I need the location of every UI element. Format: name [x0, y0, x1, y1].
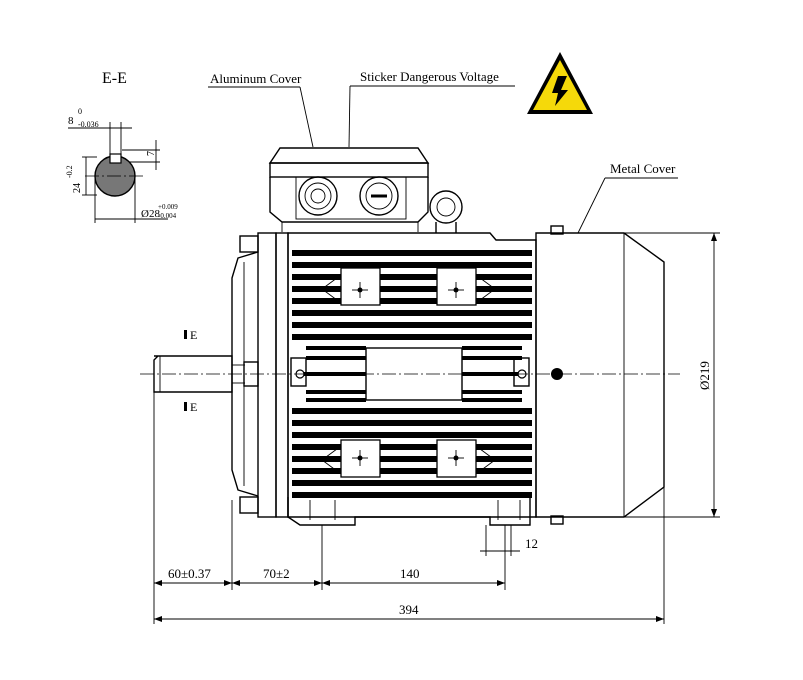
shaft-height-label: 24	[72, 183, 83, 193]
shaft-diameter-label: Ø28	[141, 208, 160, 220]
sticker-label: Sticker Dangerous Voltage	[360, 69, 499, 84]
key-width-tol-upper: 0	[78, 107, 82, 116]
dim-shaft-length: 60±0.37	[168, 566, 211, 581]
cooling-fin	[292, 250, 532, 256]
dim-foot-spacing: 140	[400, 566, 420, 581]
motor-feet	[287, 497, 531, 526]
cable-gland-2	[359, 176, 399, 216]
high-voltage-warning-icon	[527, 52, 593, 114]
motor-shaft	[153, 355, 245, 393]
section-marks: E E	[184, 328, 197, 414]
bolt-block-top-right	[436, 267, 496, 306]
dim-fan-cover-diameter: Ø219	[697, 361, 712, 390]
cooling-fin	[292, 492, 532, 498]
cooling-fin	[292, 432, 532, 438]
metal-cover-label: Metal Cover	[610, 161, 676, 176]
cooling-fins	[292, 250, 532, 498]
dim-overall-length: 394	[399, 602, 419, 617]
cooling-fin	[292, 310, 532, 316]
callouts: Aluminum Cover Sticker Dangerous Voltage…	[208, 69, 678, 234]
cooling-fin	[292, 408, 532, 414]
terminal-box	[268, 147, 430, 232]
section-mark-bottom: E	[190, 400, 197, 414]
cooling-fin	[292, 274, 532, 280]
cooling-fin	[292, 468, 532, 474]
cooling-fin	[292, 286, 532, 292]
dimensions: 12 60±0.37 70±2 140 394 Ø219	[153, 232, 720, 624]
cooling-fin	[306, 356, 366, 360]
key-width-tol-lower: -0.036	[78, 120, 99, 129]
motor-body	[140, 147, 680, 526]
fan-cover	[535, 225, 665, 525]
cooling-fin	[306, 398, 366, 402]
cooling-fin	[292, 334, 532, 340]
shaft-height-tol: -0.2	[65, 165, 74, 178]
cooling-fin	[462, 398, 522, 402]
key-width-label: 8	[68, 115, 74, 127]
cooling-fin	[306, 346, 366, 350]
cooling-fin	[292, 262, 532, 268]
dim-shaft-to-foot: 70±2	[263, 566, 290, 581]
cooling-fin	[292, 322, 532, 328]
lifting-eye	[429, 190, 463, 233]
key-depth-label: 7	[146, 151, 157, 156]
cooling-fin	[306, 390, 366, 394]
cooling-fin	[292, 444, 532, 450]
end-shield	[231, 232, 289, 518]
section-e-e: E-E 8 0 -0.036 7 24 -0.2 Ø28 +0.009 -0.0…	[65, 70, 178, 223]
dim-foot-hole: 12	[525, 536, 538, 551]
section-mark-top: E	[190, 328, 197, 342]
section-title: E-E	[102, 70, 127, 87]
cooling-fin	[292, 420, 532, 426]
cooling-fin	[292, 456, 532, 462]
cooling-fin	[462, 346, 522, 350]
shaft-diameter-tol-lower: -0.004	[158, 212, 177, 220]
cooling-fin	[292, 298, 532, 304]
shaft-diameter-tol-upper: +0.009	[158, 203, 178, 211]
aluminum-cover-label: Aluminum Cover	[210, 71, 302, 86]
bolt-block-bottom-left	[321, 439, 381, 478]
cooling-fin	[462, 356, 522, 360]
cable-gland-1	[298, 176, 338, 216]
cooling-fin	[462, 390, 522, 394]
keyway	[109, 153, 122, 164]
bolt-block-top-left	[321, 267, 381, 306]
bolt-block-bottom-right	[436, 439, 496, 478]
cooling-fin	[292, 480, 532, 486]
